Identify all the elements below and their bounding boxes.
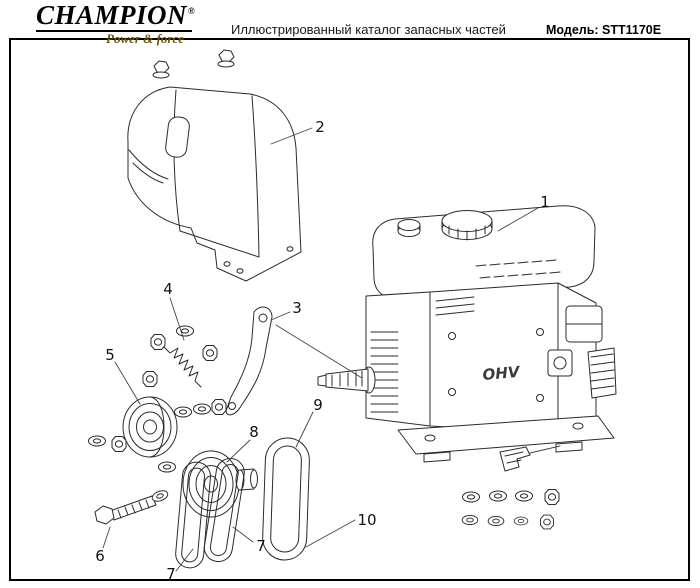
bolt-illustration <box>94 488 170 525</box>
callout-2: 2 <box>315 118 325 136</box>
bracket-illustration <box>225 306 273 416</box>
hardware-set-illustration <box>461 445 561 530</box>
brand-tagline: Power & force <box>36 29 192 47</box>
callout-8: 8 <box>249 423 259 441</box>
callout-10: 10 <box>357 511 376 529</box>
callout-3: 3 <box>292 299 302 317</box>
engine-ohv-label: OHV <box>482 363 522 384</box>
callout-4: 4 <box>163 280 173 298</box>
brand-logo: CHAMPION® Power & force <box>36 0 196 47</box>
vbelt-right-illustration <box>203 457 245 563</box>
exploded-parts-diagram: OHV <box>88 49 617 581</box>
callout-7a: 7 <box>166 565 176 581</box>
callout-9: 9 <box>313 396 323 414</box>
brand-name: CHAMPION® <box>36 0 196 30</box>
callout-labels: 1 2 3 4 5 6 7 7 8 9 10 <box>95 118 550 581</box>
model-label: Модель: STT1170E <box>546 23 662 37</box>
leader-lines <box>102 127 539 572</box>
vbelt-left-illustration <box>175 461 211 569</box>
belt-cover-illustration <box>127 49 302 282</box>
callout-5: 5 <box>105 346 115 364</box>
callout-7b: 7 <box>256 537 266 555</box>
drive-pulley-illustration <box>88 396 227 473</box>
auger-belt-illustration <box>262 437 310 561</box>
callout-6: 6 <box>95 547 105 565</box>
callout-1: 1 <box>540 193 550 211</box>
catalog-title: Иллюстрированный каталог запасных частей <box>231 22 506 37</box>
spring-fasteners-illustration <box>142 325 218 388</box>
brand-text: CHAMPION <box>36 0 188 30</box>
registered-mark-icon: ® <box>188 6 196 16</box>
engine-illustration: OHV <box>317 205 617 463</box>
